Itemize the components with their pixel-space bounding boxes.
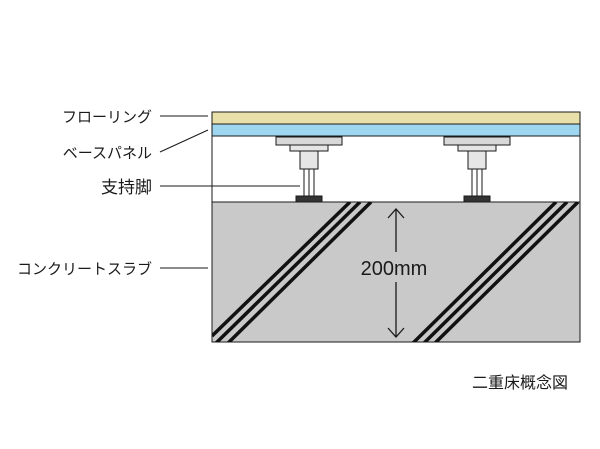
concrete-slab-label: コンクリートスラブ [17, 260, 152, 278]
flooring-label: フローリング [62, 108, 152, 126]
dimension-arrow [387, 208, 405, 338]
leader-lines [159, 115, 300, 269]
support-leg [275, 136, 343, 203]
support-leg-label: 支持脚 [101, 178, 152, 198]
air-gap-frame [211, 135, 581, 203]
flooring-layer [211, 111, 581, 125]
diagram-caption: 二重床概念図 [472, 373, 568, 392]
dimension-label: 200mm [361, 258, 428, 280]
base-panel-label: ベースパネル [63, 144, 152, 162]
support-leg [443, 136, 511, 203]
base-panel-layer [211, 123, 581, 137]
slab-hatch [212, 202, 580, 342]
dimension-label-bg [352, 255, 436, 281]
